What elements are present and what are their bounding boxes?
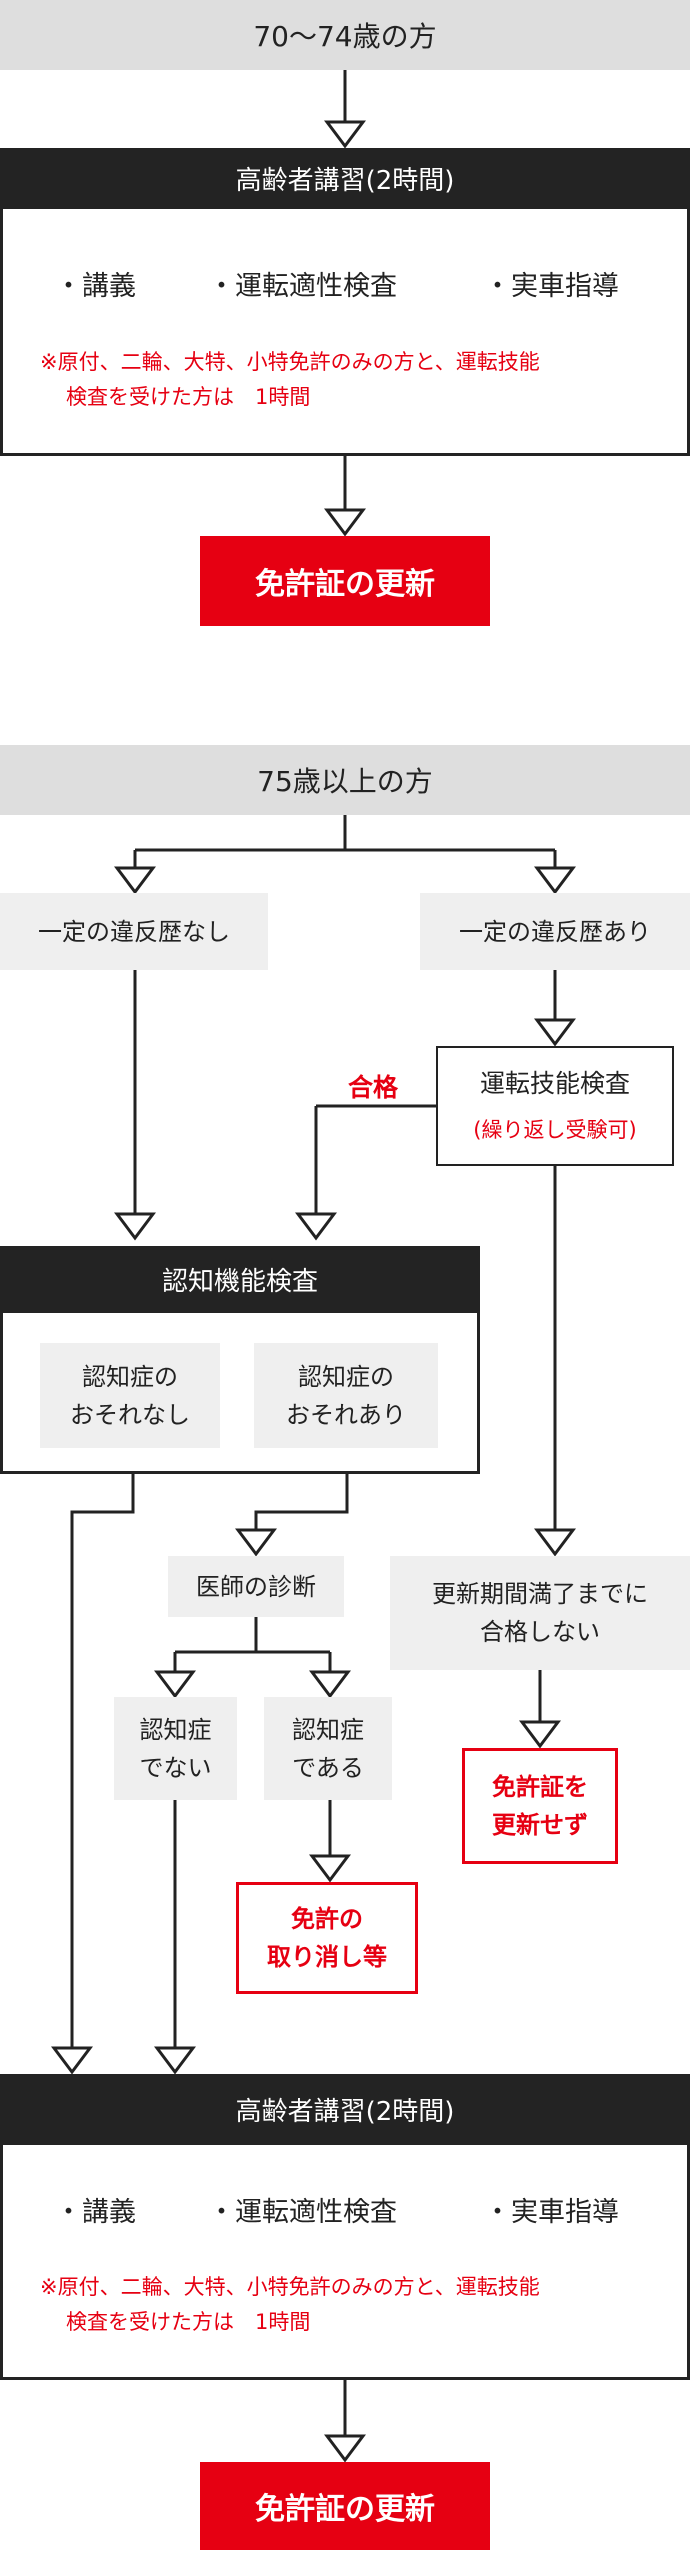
arrow-head: [114, 1212, 156, 1241]
license-renewal-result: 免許証の更新: [200, 2462, 490, 2550]
arrow-head: [534, 1528, 576, 1557]
cognitive-risk: 認知症の おそれあり: [254, 1343, 438, 1448]
connector-line: [70, 1448, 135, 2048]
not-passed-box: 更新期間満了までに 合格しない: [390, 1556, 690, 1670]
course-item-driving-instruction: ・実車指導: [484, 271, 619, 302]
course-box: [0, 206, 690, 456]
section-title: 70〜74歳の方: [0, 0, 690, 70]
arrow-head: [534, 866, 576, 895]
arrow-head: [295, 1212, 337, 1241]
revoke-box: 免許の 取り消し等: [236, 1882, 418, 1994]
section-title: 75歳以上の方: [0, 745, 690, 815]
course-header: 高齢者講習(2時間): [0, 148, 690, 208]
skill-test-label: 運転技能検査: [479, 1069, 630, 1098]
course-item-driving-instruction: ・実車指導: [484, 2197, 619, 2228]
arrow-head: [51, 2046, 93, 2075]
dementia-box: 認知症 である: [264, 1697, 392, 1800]
arrow-head: [114, 866, 156, 895]
course-item-aptitude-test: ・運転適性検査: [208, 271, 397, 302]
arrow-head: [309, 1670, 351, 1699]
arrow-head: [154, 2046, 196, 2075]
skill-test-note: (繰り返し受験可): [473, 1118, 637, 1142]
course-note-line2: 検査を受けた方は 1時間: [66, 385, 311, 409]
no-renewal-box: 免許証を 更新せず: [462, 1748, 618, 1864]
course-item-lecture: ・講義: [55, 271, 136, 302]
course-note-line2: 検査を受けた方は 1時間: [66, 2310, 311, 2334]
arrow-head: [324, 2434, 366, 2463]
license-renewal-result: 免許証の更新: [200, 536, 490, 626]
arrow-head: [235, 1528, 277, 1557]
arrow-head: [324, 120, 366, 149]
course-item-aptitude-test: ・運転適性検査: [208, 2197, 397, 2228]
arrow-head: [519, 1720, 561, 1749]
arrow-head: [324, 508, 366, 537]
course-box: [0, 2142, 690, 2380]
skill-test-box: 運転技能検査 (繰り返し受験可): [436, 1046, 674, 1166]
course-header: 高齢者講習(2時間): [0, 2074, 690, 2144]
arrow-head: [534, 1018, 576, 1047]
violation-box: 一定の違反歴あり: [420, 893, 690, 970]
doctor-diagnosis: 医師の診断: [168, 1556, 344, 1617]
cognitive-test-header: 認知機能検査: [0, 1246, 480, 1312]
no-violation-box: 一定の違反歴なし: [0, 893, 268, 970]
course-note-line1: ※原付、二輪、大特、小特免許のみの方と、運転技能: [40, 2275, 540, 2299]
course-item-lecture: ・講義: [55, 2197, 136, 2228]
course-note-line1: ※原付、二輪、大特、小特免許のみの方と、運転技能: [40, 350, 540, 374]
arrow-head: [309, 1854, 351, 1883]
pass-label: 合格: [348, 1073, 399, 1102]
arrow-head: [154, 1670, 196, 1699]
not-dementia-box: 認知症 でない: [114, 1697, 237, 1800]
cognitive-no-risk: 認知症の おそれなし: [40, 1343, 220, 1448]
connector-line: [254, 1448, 349, 1530]
